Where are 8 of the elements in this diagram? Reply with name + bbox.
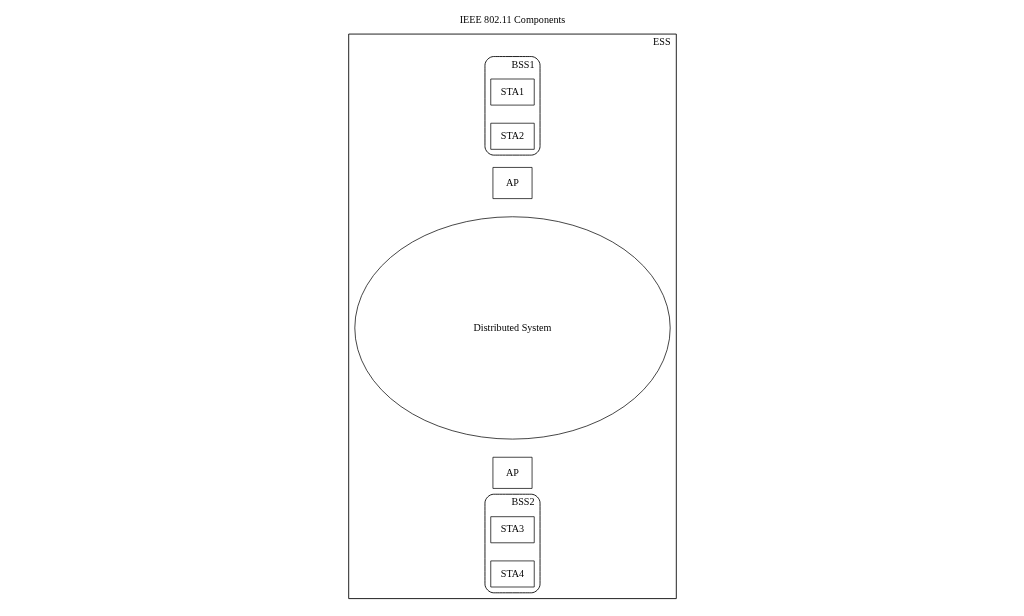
node-box: STA1 [489, 78, 535, 106]
diagram-title: IEEE 802.11 Components [459, 13, 565, 25]
node-box: AP [492, 456, 532, 489]
node-box: STA3 [489, 516, 535, 544]
node-box: AP [492, 167, 532, 199]
node-box: STA2 [489, 122, 535, 150]
node-ellipse: Distributed System [353, 216, 671, 440]
node-box: STA4 [489, 560, 535, 588]
